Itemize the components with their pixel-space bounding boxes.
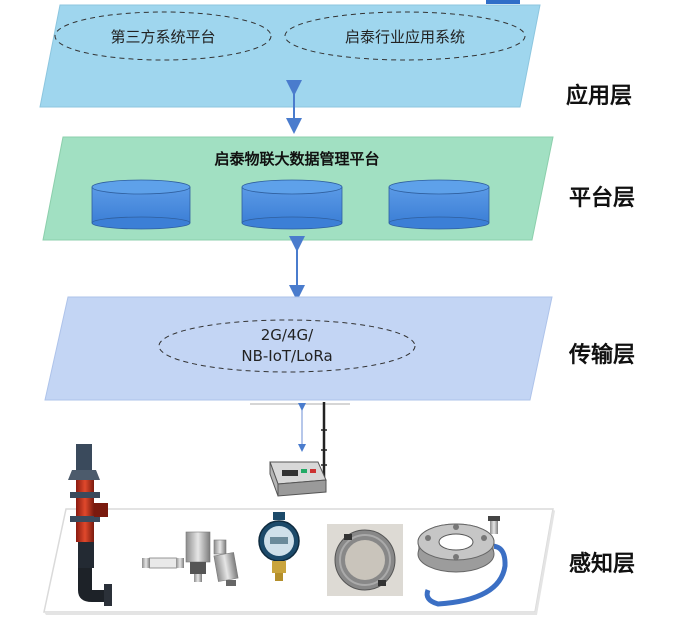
network-line-1: 2G/4G/ — [261, 326, 314, 344]
fuse-image — [142, 557, 184, 569]
pressure-transmitter-image — [213, 539, 239, 586]
network-line-2: NB-IoT/LoRa — [241, 347, 332, 365]
industry-application-label: 启泰行业应用系统 — [345, 28, 465, 46]
database-cylinder-2 — [241, 179, 343, 230]
antenna-icon — [321, 402, 327, 478]
transport-layer-label: 传输层 — [569, 343, 636, 368]
network-ellipse — [158, 319, 416, 373]
top-tab — [486, 0, 520, 4]
flange-sensor-image — [417, 516, 508, 607]
platform-layer-label: 平台层 — [569, 186, 636, 211]
third-party-platform-ellipse — [54, 11, 272, 61]
pressure-sensor-image — [185, 531, 211, 582]
application-layer-plane — [39, 4, 541, 108]
industry-application-ellipse — [284, 11, 526, 61]
gateway-device-icon — [269, 461, 327, 497]
application-layer-label: 应用层 — [566, 84, 633, 109]
transport-layer-plane — [44, 296, 553, 401]
database-cylinder-3 — [388, 179, 490, 230]
database-cylinder-1 — [91, 179, 191, 230]
fire-hydrant-image — [68, 444, 112, 606]
third-party-platform-label: 第三方系统平台 — [110, 28, 215, 46]
platform-title: 启泰物联大数据管理平台 — [214, 150, 379, 168]
pipe-clamp-ring-image — [327, 524, 403, 596]
perception-layer-label: 感知层 — [569, 552, 636, 577]
digital-pressure-gauge-image — [258, 512, 300, 581]
